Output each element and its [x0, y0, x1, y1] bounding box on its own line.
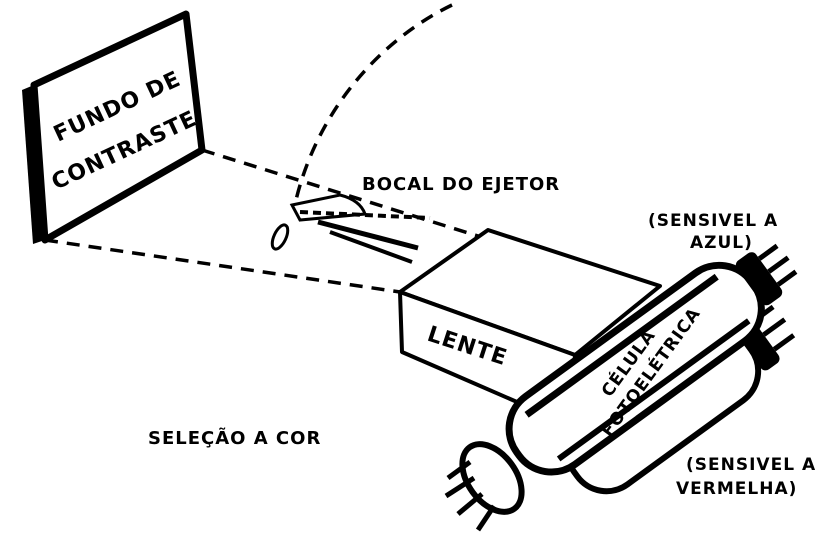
nozzle-stream: [299, 210, 431, 220]
blue-cell-cap: [735, 252, 783, 306]
blue-label-line1: (SENSIVEL A: [648, 211, 778, 231]
diagram-caption: SELEÇÃO A COR: [148, 426, 321, 449]
cell-base-pin: [475, 504, 497, 532]
sight-line-lower: [44, 238, 401, 294]
blue-label-line2: AZUL): [690, 233, 753, 253]
droplet: [270, 223, 290, 251]
red-cell-pin: [762, 317, 787, 337]
sight-lines: [44, 148, 479, 294]
nozzle-label: BOCAL DO EJETOR: [362, 174, 560, 195]
blue-cell-pin: [776, 269, 798, 287]
blue-cell-pin: [757, 243, 779, 261]
cell-base-pin: [444, 475, 476, 499]
cell-base-pin: [456, 492, 484, 516]
blue-sensitive-photocell: CÉLULA FOTOELÉTRICA: [505, 243, 798, 476]
nozzle-tube-lower: [329, 230, 413, 264]
nozzle-tube-upper: [317, 219, 419, 251]
blue-cell-highlight: [524, 273, 719, 418]
contrast-backdrop: FUNDO DE CONTRASTE: [22, 10, 206, 244]
sight-line-upper: [201, 148, 479, 238]
blue-cell-pin: [767, 255, 790, 274]
cell-base: [444, 441, 525, 532]
blue-cell-shadow: [556, 318, 751, 462]
red-label-line1: (SENSIVEL A: [686, 455, 816, 475]
red-cell-pin: [772, 333, 796, 352]
cell-base-pin: [446, 459, 472, 481]
droplet-trajectory: [294, 3, 453, 201]
red-label-line2: VERMELHA): [676, 479, 797, 499]
ejector-nozzle: [270, 193, 431, 264]
